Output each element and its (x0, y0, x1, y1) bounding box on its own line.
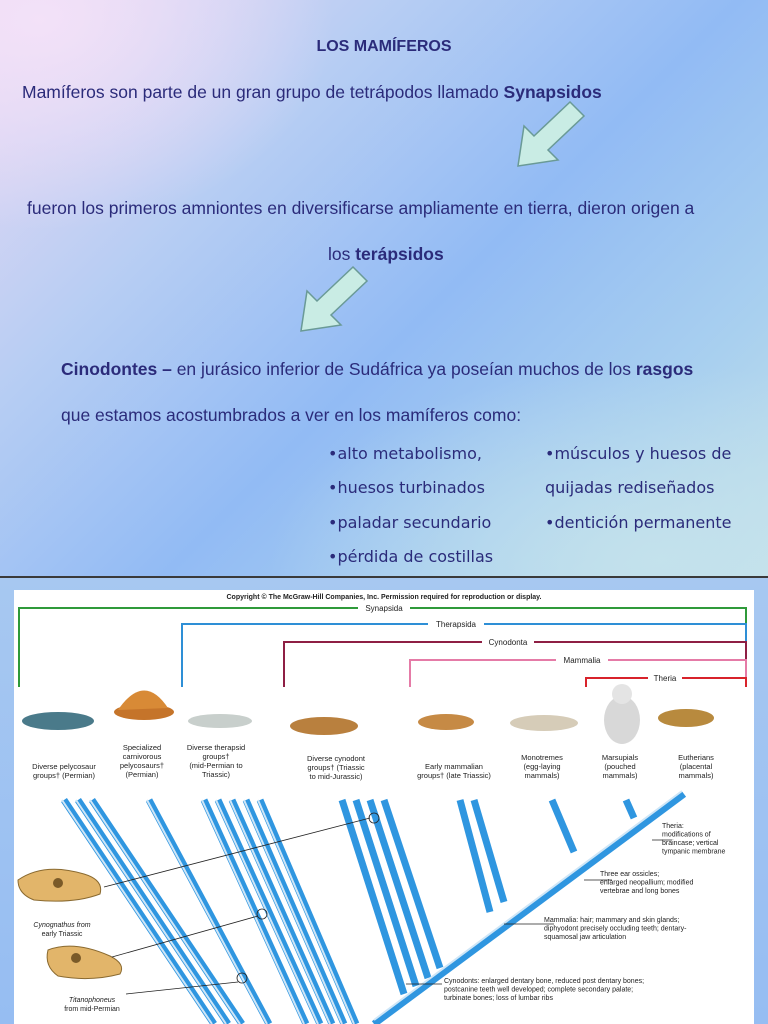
bullet-item: •dentición permanente (545, 513, 732, 532)
skull-titanophoneus-illustration (46, 945, 123, 980)
slide-title: LOS MAMÍFEROS (316, 38, 452, 55)
bracket-label-mammalia: Mammalia (564, 656, 601, 665)
skull-cynognathus-illustration (17, 868, 102, 902)
bracket-synapsida (18, 607, 747, 687)
bullet-item: •paladar secundario (328, 513, 492, 532)
phylogeny-diagram: Copyright © The McGraw-Hill Companies, I… (17, 593, 747, 1024)
therapsid-illustration (188, 714, 252, 728)
paragraph-therapsids: los terápsidos (328, 244, 444, 265)
cinodontes-term: Cinodontes – (61, 359, 177, 379)
annotation-ear-ossicles: Three ear ossicles;enlarged neopallium; … (600, 871, 693, 895)
cynodont-illustration (290, 717, 358, 735)
synapsidos-term: Synapsidos (503, 82, 602, 102)
monotreme-illustration (510, 715, 578, 731)
bullet-item: quijadas rediseñados (545, 478, 715, 497)
slide-top: LOS MAMÍFEROS Mamíferos son parte de un … (0, 0, 768, 578)
bracket-label-therapsida: Therapsida (436, 620, 477, 629)
connector-lines (103, 812, 672, 995)
bullet-item: •pérdida de costillas (328, 547, 494, 566)
paragraph-cynodonts-text: en jurásico inferior de Sudáfrica ya pos… (176, 359, 636, 379)
bullet-item: •huesos turbinados (328, 478, 485, 497)
marsupial-illustration (604, 684, 640, 744)
arrow-down-left-icon (300, 265, 369, 332)
paragraph-traits-intro: que estamos acostumbrados a ver en los m… (61, 405, 522, 425)
paragraph-cynodonts: Cinodontes – en jurásico inferior de Sud… (61, 359, 693, 380)
paragraph-synapsids: Mamíferos son parte de un gran grupo de … (22, 82, 602, 103)
arrow-down-left-icon (517, 100, 586, 167)
paragraph-therapsids-text: los (328, 244, 356, 264)
bracket-label-theria: Theria (654, 674, 677, 683)
phylogeny-branches (61, 790, 687, 1024)
mammal-phylogeny-figure: Copyright © The McGraw-Hill Companies, I… (14, 590, 754, 1024)
early-mammal-illustration (418, 714, 474, 730)
eutherian-illustration (658, 709, 714, 727)
terapsidos-term: terápsidos (355, 244, 444, 264)
paragraph-synapsids-text: Mamíferos son parte de un gran grupo de … (22, 82, 504, 102)
bracket-label-cynodonta: Cynodonta (489, 638, 528, 647)
pelycosaur-illustration (22, 712, 94, 730)
dimetrodon-illustration (114, 690, 174, 720)
paragraph-amniotes: fueron los primeros amniontes en diversi… (27, 198, 695, 218)
annotation-cynodonts: Cynodonts: enlarged dentary bone, reduce… (444, 978, 644, 1002)
bullet-item: •alto metabolismo, (328, 444, 482, 463)
copyright-line: Copyright © The McGraw-Hill Companies, I… (226, 593, 541, 601)
bullet-item: •músculos y huesos de (545, 444, 732, 463)
bracket-label-synapsida: Synapsida (365, 604, 403, 613)
annotation-mammalia: Mammalia: hair; mammary and skin glands;… (544, 917, 687, 941)
rasgos-term: rasgos (635, 359, 694, 379)
